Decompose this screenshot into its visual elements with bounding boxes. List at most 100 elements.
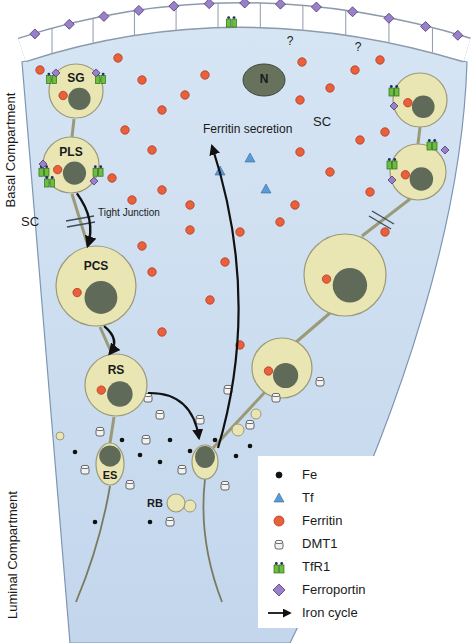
residual-body-shape: [167, 494, 185, 512]
ferritin-dot: [36, 66, 44, 74]
fe-dot: [120, 438, 125, 443]
dmt1-top: [142, 435, 150, 438]
cell-nucleus: [85, 281, 118, 314]
tfr1-part: [47, 76, 52, 84]
ferritin-dot: [356, 136, 364, 144]
node-outline: [48, 63, 104, 119]
legend-text: Iron cycle: [302, 606, 358, 620]
dmt1-top: [316, 377, 324, 380]
germ-cell-body: [85, 354, 147, 416]
dmt1-top: [275, 540, 283, 543]
ferritin-dot: [181, 91, 189, 99]
ferritin-dot: [158, 186, 166, 194]
ferroportin-symbol: [453, 30, 463, 40]
tfr1-dot: [433, 139, 436, 142]
tfr1-dot: [99, 165, 102, 168]
legend-swatch: [274, 493, 284, 502]
germ-cell: PLS: [42, 136, 100, 194]
residual-body: [232, 424, 244, 436]
tfr1-symbol: [45, 176, 55, 187]
peritubular-cell-border: [134, 11, 135, 35]
tfr1-dot: [233, 16, 236, 19]
germ-cell-body: [49, 64, 103, 118]
annotation: Tight Junction: [98, 207, 160, 218]
ferroportin-symbol: [421, 22, 431, 32]
fe-dot: [213, 438, 218, 443]
ferroportin-symbol: [92, 69, 100, 77]
tfr1-dot: [51, 176, 54, 179]
spermatid-nucleus: [195, 446, 215, 468]
legend-swatch: [274, 516, 284, 526]
dmt1-top: [178, 465, 186, 468]
peritubular-cell-border: [218, 3, 219, 27]
tfr1-part: [387, 161, 392, 169]
nucleus: N: [242, 63, 286, 97]
cell-nucleus: [273, 363, 298, 388]
peritubular-cell-border: [260, 3, 261, 27]
spermatid: ES: [95, 442, 125, 486]
ferritin-dot: [322, 275, 330, 283]
ferroportin-symbol: [99, 11, 109, 21]
fe-dot: [248, 444, 253, 449]
sertoli-body: [22, 27, 467, 643]
fe-dot: [138, 453, 143, 458]
ferroportin-symbol: [64, 19, 74, 29]
legend-arrow: [268, 612, 290, 614]
tfr1-part: [99, 168, 104, 176]
legend-text: Ferroportin: [302, 583, 366, 597]
ferritin-dot: [404, 99, 412, 107]
germ-cell: [252, 338, 312, 398]
cell-nucleus: [412, 95, 435, 118]
spermatid-head: [192, 445, 218, 479]
legend-text: Fe: [302, 468, 317, 482]
nucleus-shape: [243, 64, 285, 96]
dmt1-symbol: [166, 517, 174, 526]
cell-nucleus: [410, 167, 434, 191]
cell-label: PCS: [84, 260, 109, 273]
ferroportin-symbol: [348, 7, 358, 17]
dmt1-top: [81, 465, 89, 468]
dmt1-symbol: [221, 481, 229, 490]
ferritin-dot: [158, 106, 166, 114]
cell-label: ES: [103, 469, 118, 481]
node-outline: [166, 493, 186, 513]
dmt1-top: [246, 420, 254, 423]
ferroportin-symbol: [275, 0, 285, 9]
cell-label: RS: [108, 364, 125, 377]
ferritin-dot: [97, 386, 105, 394]
ferroportin-symbol: [52, 69, 60, 77]
ferritin-dot: [401, 171, 409, 179]
tfr1-part: [433, 142, 438, 150]
fe-dot: [168, 438, 173, 443]
ferritin-dot: [148, 146, 156, 154]
annotation: Ferritin secretion: [203, 123, 292, 136]
ferroportin-symbol: [30, 29, 40, 39]
tfr1-part: [395, 88, 400, 96]
tfr1-dot: [45, 176, 48, 179]
legend-swatch: [276, 472, 282, 478]
cell-nucleus: [68, 88, 90, 110]
ferritin-dot: [53, 165, 61, 173]
dmt1-symbol: [96, 427, 104, 436]
tfr1-dot: [280, 562, 283, 565]
legend-icon: [264, 558, 294, 576]
ferritin-dot: [351, 66, 359, 74]
cell-name: SC: [21, 215, 39, 229]
tfr1-part: [226, 19, 231, 27]
cell-nucleus: [107, 381, 133, 407]
node-outline: [42, 136, 100, 194]
tfr1-symbol: [274, 562, 284, 573]
ferritin-dot: [201, 71, 209, 79]
dmt1-symbol: [196, 415, 204, 424]
spermatid-nucleus: [99, 446, 121, 467]
tfr1-part: [39, 168, 44, 176]
residual-body: [56, 432, 64, 440]
residual-body: [251, 409, 261, 419]
spermatid-head: [96, 443, 124, 485]
compartment-label: Basal Compartment: [4, 93, 18, 208]
dmt1-symbol: [316, 377, 324, 386]
dmt1-top: [156, 410, 164, 413]
ferritin-dot: [186, 201, 194, 209]
dmt1-top: [196, 415, 204, 418]
ferritin-dot: [108, 174, 116, 182]
